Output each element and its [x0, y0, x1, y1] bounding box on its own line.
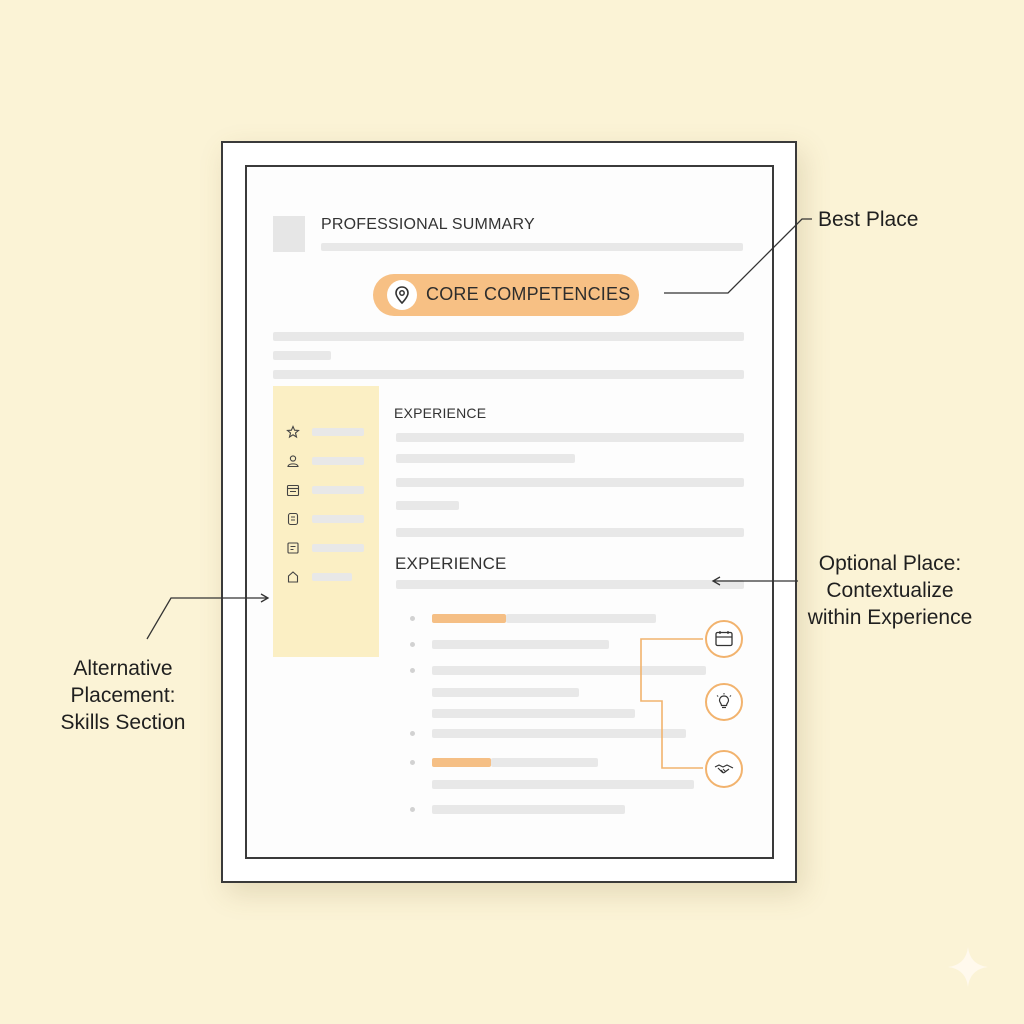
handshake-icon: [705, 750, 743, 788]
bullet: [410, 807, 415, 812]
experience-text-line: [432, 729, 686, 738]
optional-place-line: within Experience: [807, 606, 973, 629]
bullet: [410, 616, 415, 621]
experience-text-line: [432, 666, 706, 675]
location-pin-icon: [387, 280, 417, 310]
core-competencies-label: CORE COMPETENCIES: [426, 284, 631, 304]
best-place-label: Best Place: [818, 208, 919, 231]
home-icon: [287, 571, 299, 583]
bullet: [410, 760, 415, 765]
experience-text-line: [432, 709, 635, 718]
alternative-placement-line: Skills Section: [60, 711, 186, 734]
core-competencies-highlight: [373, 274, 639, 316]
best-place-callout: Best Place: [818, 206, 918, 233]
summary-text-line: [273, 351, 331, 360]
calendar-icon: [286, 484, 300, 497]
experience-text-line: [396, 501, 459, 510]
bullet: [410, 668, 415, 673]
star-icon: [286, 425, 300, 439]
skill-line: [312, 544, 364, 552]
summary-text-line: [273, 332, 744, 341]
alternative-placement-callout: Alternative Placement: Skills Section: [28, 655, 218, 736]
calendar-icon: [705, 620, 743, 658]
badge-icon: [287, 512, 299, 526]
skill-line: [312, 515, 364, 523]
experience-text-line: [396, 528, 744, 537]
optional-place-line: Optional Place:: [818, 552, 962, 575]
professional-summary-heading: PROFESSIONAL SUMMARY: [321, 216, 535, 233]
alternative-placement-line: Alternative: [73, 657, 173, 680]
experience-text-line: [396, 454, 575, 463]
notes-icon: [287, 542, 299, 554]
summary-text-line: [273, 370, 744, 379]
skill-line: [312, 428, 364, 436]
experience-heading: EXPERIENCE: [394, 405, 487, 421]
experience-text-line: [396, 433, 744, 442]
skill-line: [312, 573, 352, 581]
highlighted-skill-line: [432, 614, 506, 623]
experience-text-line: [432, 688, 579, 697]
optional-place-line: Contextualize: [826, 579, 954, 602]
bullet: [410, 731, 415, 736]
skill-line: [312, 457, 364, 465]
experience-text-line: [491, 758, 598, 767]
experience-heading: EXPERIENCE: [395, 554, 507, 573]
experience-text-line: [432, 805, 625, 814]
alternative-placement-line: Placement:: [70, 684, 176, 707]
sparkle-icon: [948, 947, 988, 987]
experience-text-line: [432, 780, 694, 789]
lightbulb-icon: [705, 683, 743, 721]
experience-text-line: [396, 478, 744, 487]
highlighted-skill-line: [432, 758, 491, 767]
optional-place-callout: Optional Place: Contextualize within Exp…: [790, 550, 990, 631]
person-icon: [287, 455, 299, 468]
experience-text-line: [432, 640, 609, 649]
photo-placeholder: [273, 216, 305, 252]
bullet: [410, 642, 415, 647]
experience-text-line: [506, 614, 656, 623]
experience-text-line: [396, 580, 744, 589]
skill-line: [312, 486, 364, 494]
summary-text-line: [321, 243, 743, 251]
